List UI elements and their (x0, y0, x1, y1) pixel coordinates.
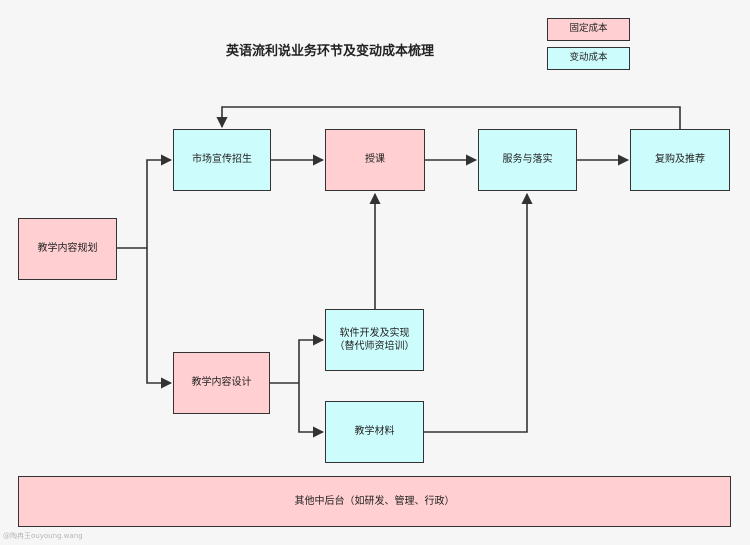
node-software-sublabel: （替代师资培训） (334, 341, 415, 352)
node-lecture-label: 授课 (365, 154, 385, 166)
diagram-title: 英语流利说业务环节及变动成本梳理 (225, 44, 434, 59)
legend-variable-cost: 变动成本 (547, 47, 630, 70)
legend-fixed-label: 固定成本 (569, 23, 608, 35)
node-repurchase: 复购及推荐 (630, 129, 730, 191)
edge-planning-to-marketing (146, 154, 173, 248)
legend-fixed-cost: 固定成本 (547, 18, 630, 41)
node-service: 服务与落实 (478, 129, 577, 191)
node-teaching-planning-label: 教学内容规划 (37, 243, 98, 255)
node-materials-label: 教学材料 (354, 426, 395, 438)
node-service-label: 服务与落实 (502, 154, 553, 166)
node-materials: 教学材料 (325, 401, 424, 463)
node-lecture: 授课 (325, 129, 425, 191)
node-repurchase-label: 复购及推荐 (655, 154, 705, 166)
node-content-design-label: 教学内容设计 (191, 377, 252, 389)
node-content-design: 教学内容设计 (173, 352, 270, 414)
node-software: 软件开发及实现 （替代师资培训） (325, 309, 424, 371)
edge-planning-to-design (146, 248, 173, 389)
edge-materials-to-service (424, 192, 533, 433)
node-backoffice: 其他中后台（如研发、管理、行政） (18, 476, 731, 527)
legend-variable-label: 变动成本 (569, 52, 608, 64)
node-backoffice-label: 其他中后台（如研发、管理、行政） (294, 495, 455, 507)
node-marketing: 市场宣传招生 (173, 129, 271, 191)
watermark: @陶冉王ouyoung.wang (3, 532, 83, 540)
edge-design-to-software (298, 334, 325, 383)
edge-design-to-materials (298, 383, 325, 438)
node-teaching-planning: 教学内容规划 (18, 218, 117, 280)
edge-repurchase-loop (216, 106, 681, 129)
node-software-label: 软件开发及实现 (339, 327, 410, 339)
node-marketing-label: 市场宣传招生 (192, 154, 252, 166)
